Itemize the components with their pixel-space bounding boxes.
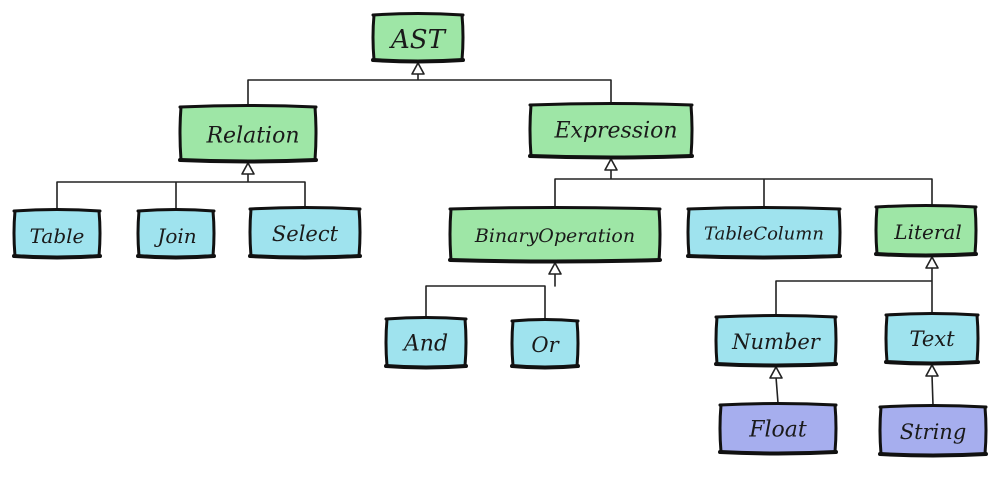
- node-expression-label: Expression: [553, 119, 677, 144]
- node-binary-operation: BinaryOperation: [448, 206, 662, 264]
- connector-ast: [247, 62, 612, 106]
- arrowhead-ast: [411, 62, 425, 75]
- connector-expression: [554, 158, 933, 208]
- node-expression-box: [530, 104, 692, 156]
- node-float-box: [720, 404, 836, 452]
- node-and-box: [386, 318, 466, 366]
- node-table-box: [14, 210, 100, 256]
- node-select-label: Select: [272, 222, 339, 246]
- node-or-box: [512, 320, 578, 366]
- connector-number: [769, 366, 783, 404]
- node-relation-box: [180, 106, 316, 160]
- node-or-label: Or: [531, 333, 560, 357]
- node-table-column-box: [688, 208, 840, 256]
- node-float: Float: [718, 402, 838, 456]
- node-ast-box: [373, 14, 463, 60]
- arrowhead-relation: [241, 162, 255, 175]
- node-expression: Expression: [528, 102, 694, 160]
- node-select: Select: [248, 206, 362, 260]
- node-join: Join: [136, 208, 216, 260]
- node-string: String: [878, 404, 988, 458]
- node-join-box: [138, 210, 214, 256]
- connector-text: [925, 364, 939, 406]
- node-number-label: Number: [731, 330, 822, 354]
- arrowhead-expression: [604, 158, 618, 171]
- node-and-label: And: [402, 332, 448, 357]
- node-table-column-label: TableColumn: [704, 224, 824, 245]
- node-table: Table: [12, 208, 102, 260]
- node-ast-label: AST: [389, 25, 447, 55]
- node-float-label: Float: [748, 418, 807, 443]
- node-or: Or: [510, 318, 580, 370]
- node-number-box: [716, 316, 836, 364]
- node-literal-label: Literal: [893, 220, 961, 244]
- arrowhead-text: [925, 364, 939, 377]
- node-string-label: String: [900, 420, 967, 444]
- arrowhead-number: [769, 366, 783, 379]
- node-number: Number: [714, 314, 838, 368]
- nodes: AST Relation Expression Table: [12, 12, 988, 458]
- node-string-box: [880, 406, 986, 454]
- connector-literal: [775, 256, 939, 316]
- node-text-label: Text: [909, 327, 955, 351]
- connector-binary-operation: [425, 262, 562, 320]
- node-binary-operation-label: BinaryOperation: [474, 225, 635, 247]
- node-relation-label: Relation: [205, 124, 299, 149]
- arrowhead-binary-operation: [548, 262, 562, 275]
- connector-relation: [56, 162, 306, 210]
- node-text: Text: [884, 312, 980, 366]
- node-relation: Relation: [178, 104, 318, 164]
- node-select-box: [250, 208, 360, 256]
- node-table-column: TableColumn: [686, 206, 842, 260]
- node-text-box: [886, 314, 978, 362]
- node-binary-operation-box: [450, 208, 660, 260]
- node-ast: AST: [371, 12, 465, 64]
- node-and: And: [384, 316, 468, 370]
- node-join-label: Join: [153, 224, 196, 248]
- node-table-label: Table: [30, 224, 85, 248]
- arrowhead-literal: [925, 256, 939, 269]
- node-literal-box: [876, 206, 976, 254]
- connectors: [56, 62, 939, 406]
- node-literal: Literal: [874, 204, 978, 258]
